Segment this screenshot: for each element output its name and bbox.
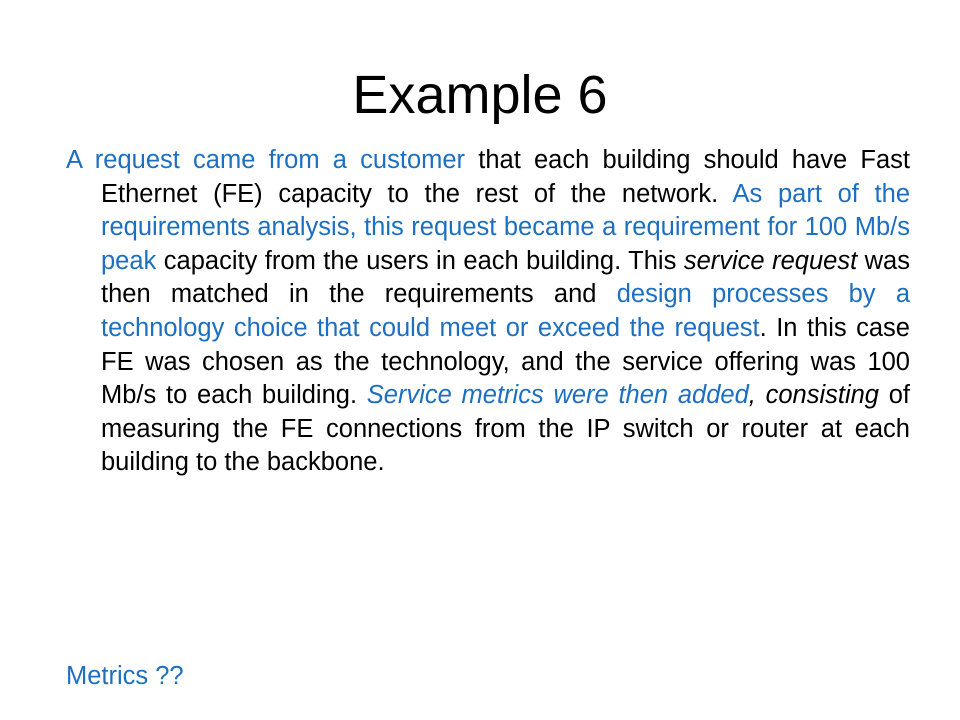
metrics-label: Metrics ??	[66, 662, 184, 690]
text-segment: was then matched in the requirements and	[101, 246, 910, 309]
highlight-design-processes: design processes by a technology choice …	[101, 280, 911, 342]
body-paragraph: A request came from a customer that each…	[66, 144, 910, 480]
highlight-service-metrics: Service metrics were then added	[366, 381, 749, 410]
highlight-requirements-analysis: As part of the requirements analysis, th…	[101, 179, 910, 275]
text-segment: of measuring the FE connections from the…	[101, 381, 910, 477]
highlight-customer-request: A request came from a customer	[66, 146, 466, 174]
text-segment: that each building should have Fast Ethe…	[101, 146, 910, 208]
emphasis-consisting: consisting	[765, 381, 879, 410]
slide-title: Example 6	[352, 65, 608, 125]
text-segment: capacity from the users in each building…	[156, 246, 684, 275]
emphasis-service-request: service request	[683, 246, 858, 275]
text-segment: . In this case FE was chosen as the tech…	[101, 313, 910, 410]
text-segment: ,	[748, 381, 766, 410]
